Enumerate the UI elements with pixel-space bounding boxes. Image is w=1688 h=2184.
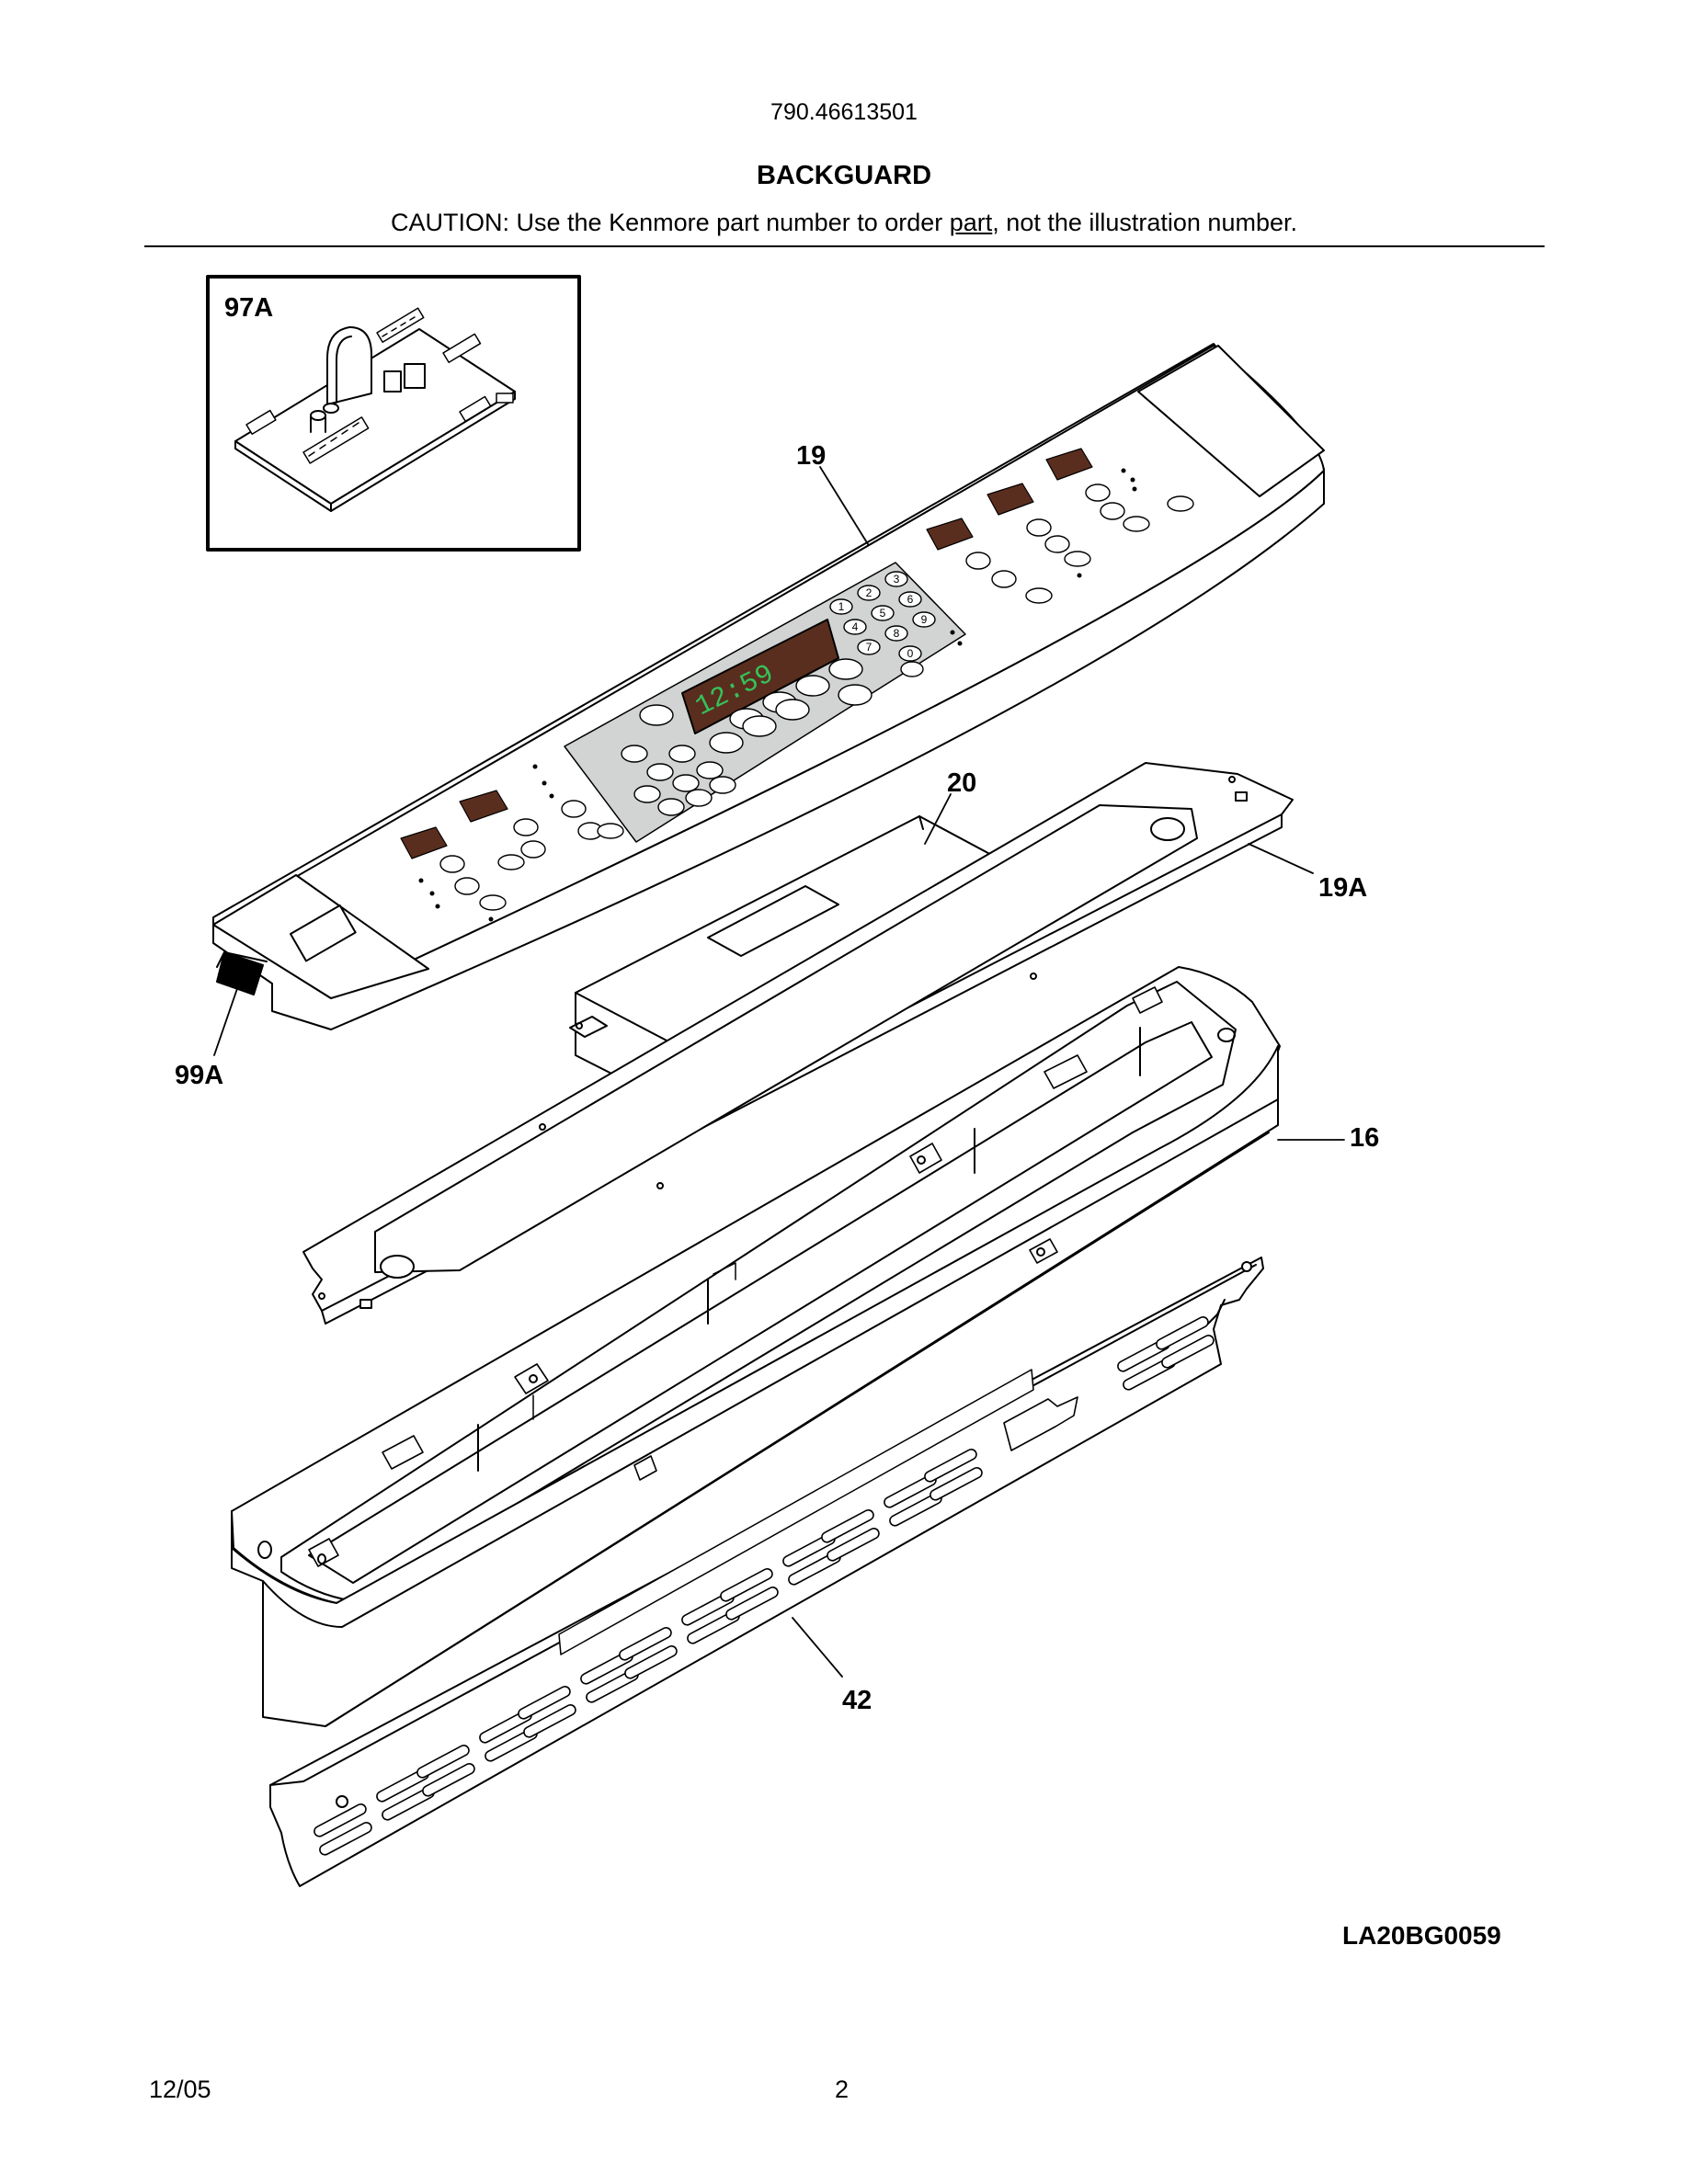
keypad-digit: 1 [838,600,845,613]
keypad-digit: 5 [880,607,886,620]
callout-20: 20 [947,768,977,798]
caution-underlined-word: part [949,209,993,236]
keypad-digit: 8 [894,627,900,640]
footer-date: 12/05 [149,2076,211,2103]
keypad-digit: 0 [907,647,914,660]
header-rule [144,245,1545,247]
keypad-digit: 9 [921,613,928,626]
part-19-control-panel [212,343,1325,1030]
keypad-digit: 7 [866,641,873,654]
callout-97a: 97A [224,293,274,323]
part-42-vent-trim [269,1257,1264,1887]
drawing-id: LA20BG0059 [1342,1921,1501,1950]
keypad-digit: 2 [866,586,873,599]
leader-lines [213,466,1345,1678]
caution-suffix: , not the illustration number. [992,209,1297,236]
callout-42: 42 [842,1686,873,1715]
caution-prefix: CAUTION: Use the Kenmore part number to … [391,209,950,236]
page-number: 2 [835,2076,850,2103]
keypad-digit: 6 [907,593,914,606]
callout-19: 19 [796,441,827,471]
keypad-digit: 3 [894,573,900,586]
section-title: BACKGUARD [756,161,932,190]
callout-16: 16 [1350,1123,1380,1153]
part-19a-mounting-plate [302,762,1294,1325]
keypad-digit: 4 [852,620,859,633]
callout-19a: 19A [1318,873,1368,903]
part-16-backguard-frame [231,966,1281,1727]
part-97a-control-board [206,275,581,552]
callout-99a: 99A [175,1061,224,1090]
caution-note: CAUTION: Use the Kenmore part number to … [0,209,1688,237]
model-number: 790.46613501 [770,99,918,125]
